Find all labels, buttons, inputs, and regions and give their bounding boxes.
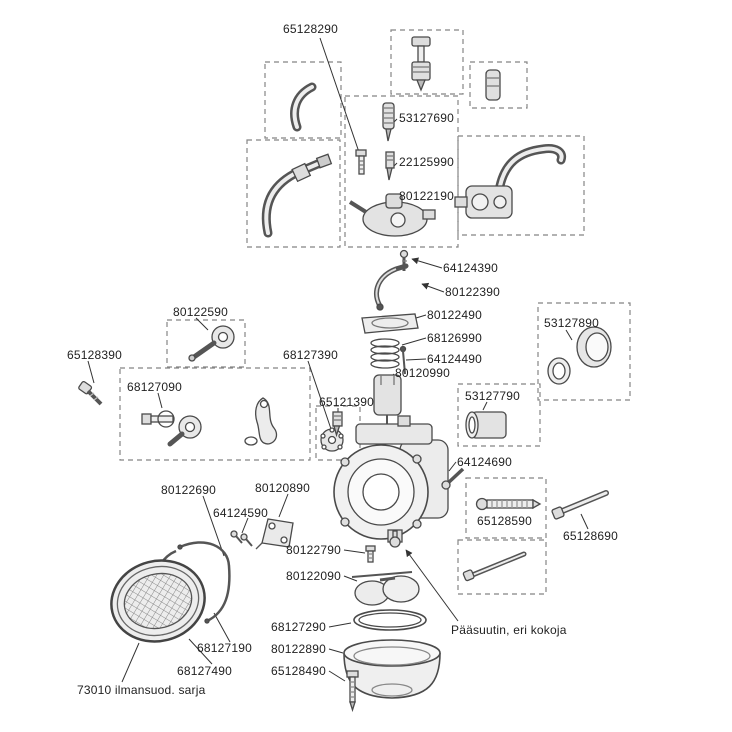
part-label-65128490: 65128490 — [271, 664, 326, 678]
part-label-80122790: 80122790 — [286, 543, 341, 557]
part-label-68127390: 68127390 — [283, 348, 338, 362]
part-elbow-hose — [290, 82, 317, 132]
part-label-65128290: 65128290 — [283, 22, 338, 36]
part-label-80120890: 80120890 — [255, 481, 310, 495]
part-choke-lever — [244, 397, 278, 446]
box-screw-long — [465, 477, 547, 539]
part-jet-22125990 — [385, 151, 395, 181]
part-top-plate-80122490 — [361, 313, 419, 334]
part-label-65128590: 65128590 — [477, 514, 532, 528]
part-carburetor-body — [333, 415, 449, 543]
part-screw-65128590 — [475, 497, 542, 511]
box-sleeve — [457, 383, 541, 447]
part-sleeve-53127790 — [465, 411, 507, 439]
part-small-cylinder — [485, 69, 501, 101]
part-pump-80122190 — [348, 193, 436, 237]
part-label-68127290: 68127290 — [271, 620, 326, 634]
box-choke-plunger — [390, 29, 464, 95]
part-label-80122690: 80122690 — [161, 483, 216, 497]
part-label-22125990: 22125990 — [399, 155, 454, 169]
part-gasket-68127290 — [353, 609, 427, 631]
part-valve-80122590 — [188, 325, 235, 362]
part-main-jet — [389, 530, 401, 548]
part-label-68127190: 68127190 — [197, 641, 252, 655]
box-long-hose — [246, 139, 341, 248]
part-label-65121390: 65121390 — [319, 395, 374, 409]
part-bowl-screw-65128490 — [346, 670, 359, 713]
part-valve-2 — [167, 415, 202, 447]
part-screws-64124590 — [230, 530, 253, 547]
part-screw-65128290 — [355, 149, 367, 175]
part-jet-80122790 — [365, 545, 376, 563]
part-label-80122590: 80122590 — [173, 305, 228, 319]
part-label-80122190: 80122190 — [399, 189, 454, 203]
box-banjo-fitting — [457, 135, 585, 236]
box-throttle-parts — [344, 95, 459, 248]
part-float-80122090 — [351, 571, 420, 606]
part-throttle-arm-80122390 — [374, 263, 409, 311]
box-valve-small — [166, 319, 246, 368]
part-label-64124390: 64124390 — [443, 261, 498, 275]
part-label-64124590: 64124590 — [213, 506, 268, 520]
part-label-53127690: 53127690 — [399, 111, 454, 125]
parts-layer — [78, 36, 612, 713]
part-seal-rings-53127890 — [547, 326, 612, 385]
part-label-64124490: 64124490 — [427, 352, 482, 366]
part-label-paasuutin: Pääsuutin, eri kokoja — [451, 623, 567, 637]
part-air-filter — [110, 559, 206, 643]
part-banjo-bolt-68127090 — [141, 410, 175, 428]
part-choke-plunger — [411, 36, 431, 92]
part-label-65128390: 65128390 — [67, 348, 122, 362]
part-bracket-80120890 — [255, 518, 294, 550]
part-spring-68126990 — [370, 338, 400, 369]
part-label-65128690: 65128690 — [563, 529, 618, 543]
box-idle-jet — [315, 405, 361, 461]
part-label-68127090: 68127090 — [127, 380, 182, 394]
dashed-boxes — [119, 29, 631, 595]
box-screw-short — [457, 539, 547, 595]
part-needle-valve-53127690 — [382, 102, 395, 142]
part-label-73010: 73010 ilmansuod. sarja — [77, 683, 206, 697]
part-label-64124690: 64124690 — [457, 455, 512, 469]
part-float-bowl-80122890 — [343, 639, 441, 699]
part-screw-lower-box — [462, 551, 527, 582]
part-label-80122490: 80122490 — [427, 308, 482, 322]
part-label-53127790: 53127790 — [465, 389, 520, 403]
part-label-68126990: 68126990 — [427, 331, 482, 345]
part-screw-64124690 — [441, 467, 465, 490]
part-banjo-fitting — [454, 144, 567, 219]
part-needle-64124490 — [399, 345, 407, 375]
arrow-64124390 — [411, 257, 443, 269]
part-screw-65128390 — [78, 380, 103, 406]
box-small-cylinder — [469, 61, 528, 109]
box-jet-set — [119, 367, 311, 461]
part-label-80122890: 80122890 — [271, 642, 326, 656]
arrow-main-jet — [405, 549, 459, 622]
part-label-80120990: 80120990 — [395, 366, 450, 380]
part-long-hose — [261, 153, 333, 238]
box-seal-rings — [537, 302, 631, 401]
part-screw-65128690 — [551, 490, 609, 520]
part-label-53127890: 53127890 — [544, 316, 599, 330]
box-elbow-hose — [264, 61, 342, 139]
part-label-68127490: 68127490 — [177, 664, 232, 678]
arrow-80122390 — [421, 282, 445, 293]
part-label-80122390: 80122390 — [445, 285, 500, 299]
part-wheel-68127390 — [320, 427, 344, 452]
part-label-80122090: 80122090 — [286, 569, 341, 583]
part-idle-jet-65121390 — [332, 411, 343, 438]
